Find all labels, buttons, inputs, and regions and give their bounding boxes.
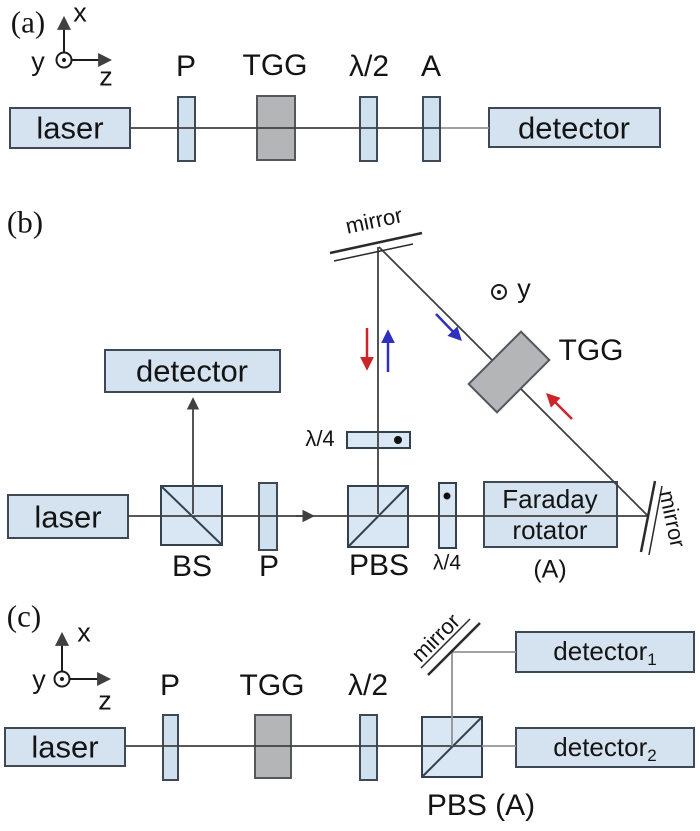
axis-y-label-b: y: [517, 273, 531, 304]
detector-label-a: detector: [517, 110, 631, 146]
detector2-box: [515, 727, 695, 768]
tgg-label-c: TGG: [239, 669, 305, 702]
tgg-label-a: TGG: [242, 49, 308, 82]
axis-x-label-a: x: [73, 0, 87, 28]
y-out-of-page-dot: [497, 290, 501, 294]
blue-diagonal-arrow: [435, 313, 462, 341]
polarizer-plate: [162, 714, 179, 781]
axis-origin-dot: [62, 58, 66, 62]
detector-box: [488, 107, 661, 148]
quarter-wave-right-label: λ/4: [432, 551, 462, 575]
detector-box: [104, 349, 281, 393]
detector1-label: detector1: [553, 636, 656, 668]
detector1-subscript: 1: [647, 650, 657, 669]
mirror-right-line: [639, 480, 657, 553]
laser-box: [4, 727, 126, 767]
detector-label-b: detector: [135, 353, 249, 389]
mirror-line: [427, 622, 481, 676]
quarter-wave-top-label: λ/4: [305, 426, 335, 451]
detector2-base: detector: [553, 732, 648, 762]
red-diagonal-arrow: [546, 393, 573, 420]
half-wave-plate: [359, 96, 378, 162]
propagation-dot: [443, 492, 451, 500]
half-wave-plate: [359, 714, 378, 781]
pbs-diagonal: [421, 716, 483, 778]
faraday-rotator-box: [483, 481, 618, 548]
axis-z-label-c: z: [98, 685, 112, 716]
detector2-subscript: 2: [647, 746, 657, 765]
laser-label-a: laser: [36, 110, 104, 146]
panel-b-tag: (b): [6, 204, 44, 240]
mirror-top-line: [329, 231, 423, 255]
axis-x-label-c: x: [77, 617, 91, 648]
mirror-right-hatch: [648, 485, 663, 556]
half-wave-label-a: λ/2: [348, 50, 390, 83]
panel-c-tag: (c): [6, 598, 42, 634]
polarizer-label-b: P: [258, 550, 280, 583]
axis-y-label-c: y: [32, 664, 46, 695]
polarizer-label-c: P: [159, 669, 181, 702]
mirror-hatch: [420, 618, 471, 669]
panel-a-geometry: [9, 15, 661, 162]
detector1-box: [515, 631, 695, 673]
laser-box: [7, 494, 129, 539]
propagation-dot: [394, 436, 402, 444]
bs-label: BS: [171, 550, 213, 583]
polarizer-label-a: P: [175, 50, 197, 83]
panel-c-geometry: [4, 618, 695, 781]
analyzer-label-a: A: [420, 50, 442, 83]
faraday-annotation-label: (A): [533, 555, 567, 584]
detector1-base: detector: [553, 636, 648, 666]
axis-z-label-a: z: [99, 61, 113, 92]
laser-label-b: laser: [34, 499, 102, 535]
axis-origin-dot: [60, 677, 64, 681]
pbs-label-c: PBS (A): [426, 789, 536, 822]
detector2-label: detector2: [553, 732, 656, 764]
pbs-label-b: PBS: [348, 549, 410, 582]
polarizer-plate: [177, 96, 196, 162]
tgg-crystal-tilted: [467, 330, 551, 414]
laser-label-c: laser: [31, 729, 99, 765]
analyzer-plate: [422, 96, 441, 162]
axis-y-label-a: y: [31, 46, 45, 77]
panel-b-geometry: [7, 231, 663, 556]
tgg-label-b: TGG: [558, 334, 624, 367]
panel-a-tag: (a): [10, 4, 46, 40]
half-wave-label-c: λ/2: [347, 669, 389, 702]
faraday-label-line1: Faraday: [502, 484, 598, 514]
mirror-top-hatch: [333, 243, 414, 262]
faraday-label-line2: rotator: [512, 515, 588, 545]
